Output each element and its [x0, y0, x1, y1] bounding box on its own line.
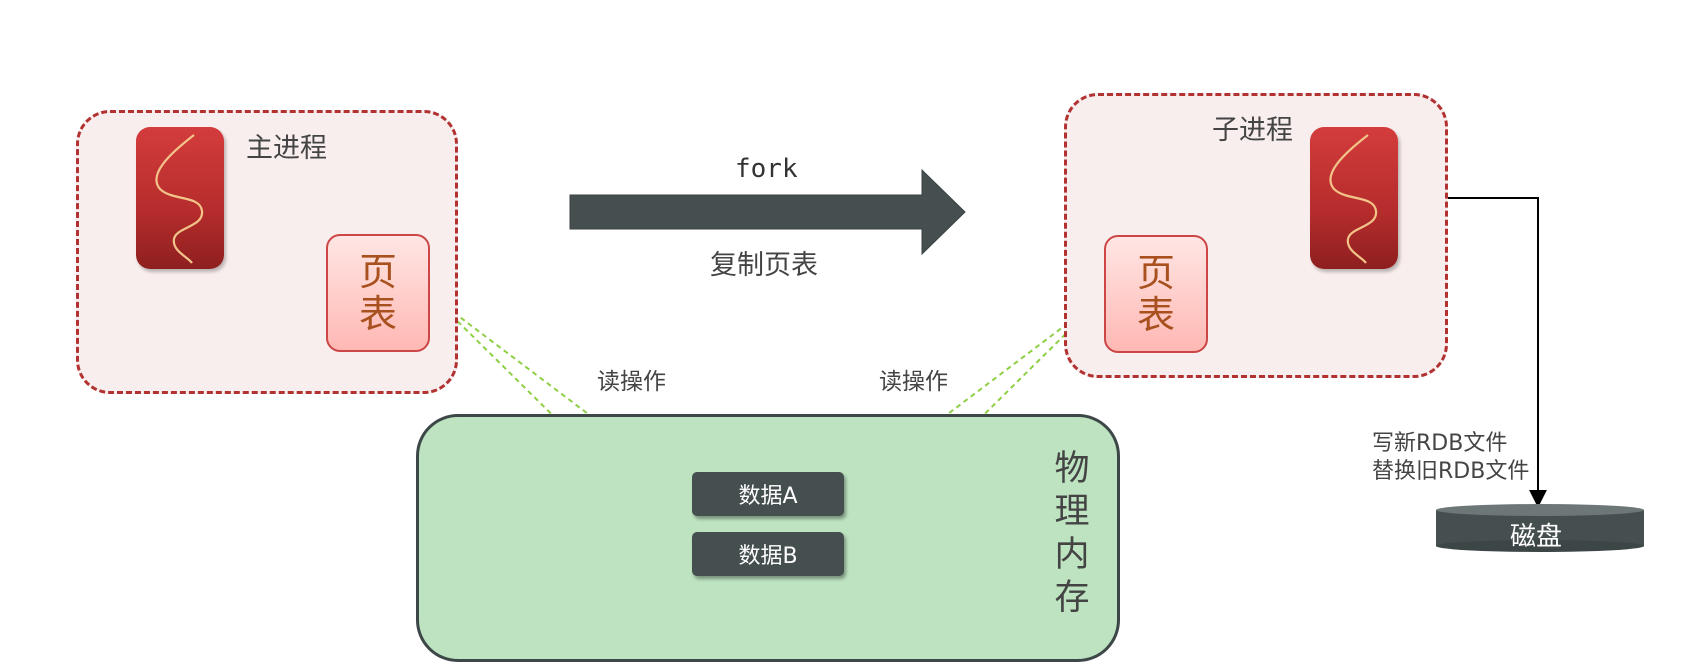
main-thread-card: [136, 127, 224, 269]
copy-page-table-label: 复制页表: [710, 250, 818, 281]
child-process-label: 子进程: [1212, 115, 1293, 146]
read-op-label-right: 读操作: [879, 369, 948, 395]
disk-annotation-line-2: 替换旧RDB文件: [1372, 459, 1530, 484]
disk-label: 磁盘: [1510, 522, 1563, 552]
read-op-label-left: 读操作: [597, 369, 666, 395]
memory-label-char-4: 存: [1054, 578, 1090, 618]
main-page-table-char-1: 页: [358, 250, 397, 294]
child-page-table: 页 表: [1104, 235, 1208, 353]
thread-squiggle-icon: [1329, 134, 1378, 264]
data-a-block: 数据A: [692, 472, 844, 516]
memory-label-char-1: 物: [1054, 449, 1090, 489]
memory-label-char-3: 内: [1054, 535, 1090, 575]
disk-annotation: 写新RDB文件 替换旧RDB文件: [1372, 430, 1529, 486]
child-page-table-char-1: 页: [1136, 251, 1175, 295]
disk-annotation-line-1: 写新RDB文件: [1372, 431, 1508, 456]
main-page-table-char-2: 表: [358, 292, 397, 336]
fork-label: fork: [735, 154, 798, 184]
main-page-table: 页 表: [326, 234, 430, 352]
physical-memory-label: 物 理 内 存: [1050, 448, 1094, 620]
disk-icon: [1436, 504, 1644, 552]
thread-squiggle-icon: [155, 134, 204, 264]
data-b-block: 数据B: [692, 532, 844, 576]
memory-label-char-2: 理: [1054, 492, 1090, 532]
main-process-label: 主进程: [246, 133, 327, 164]
fork-arrow: [569, 168, 966, 256]
child-thread-card: [1310, 127, 1398, 269]
child-page-table-char-2: 表: [1136, 293, 1175, 337]
